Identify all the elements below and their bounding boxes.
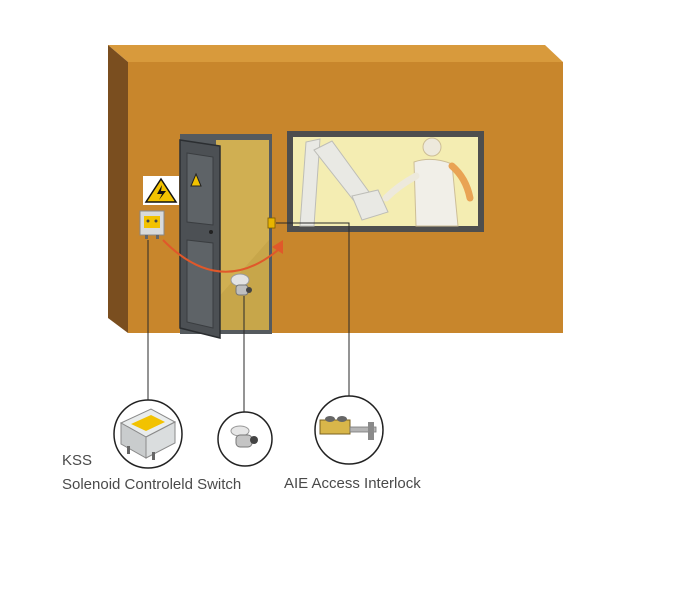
leader-lines [147,222,350,413]
door-panel-upper-inset [186,152,214,226]
door-handle [209,230,213,234]
wall-side-face [108,45,128,333]
callout-actuator [217,411,273,467]
robot-arm [299,138,389,227]
leader-aie [276,222,350,396]
wall-top-face [108,45,563,62]
key-actuator-icon [230,273,252,296]
viewing-window [287,131,484,232]
door-warning-sign [190,172,202,187]
solenoid-switch-icon [139,210,165,239]
aie-name-label: AIE Access Interlock [284,475,421,492]
door-opening-shade [216,140,269,300]
callout-kss [113,399,183,469]
door-open-arrow [162,239,283,273]
worker-figure [382,137,474,227]
door-panel-lower-inset [186,239,214,329]
access-interlock-icon [267,217,276,229]
kss-code-label: KSS [62,452,93,469]
door-assembly [179,134,272,339]
kss-name-label: Solenoid Controleld Switch [62,476,242,493]
callout-aie [314,395,384,465]
high-voltage-warning-icon [143,176,179,205]
